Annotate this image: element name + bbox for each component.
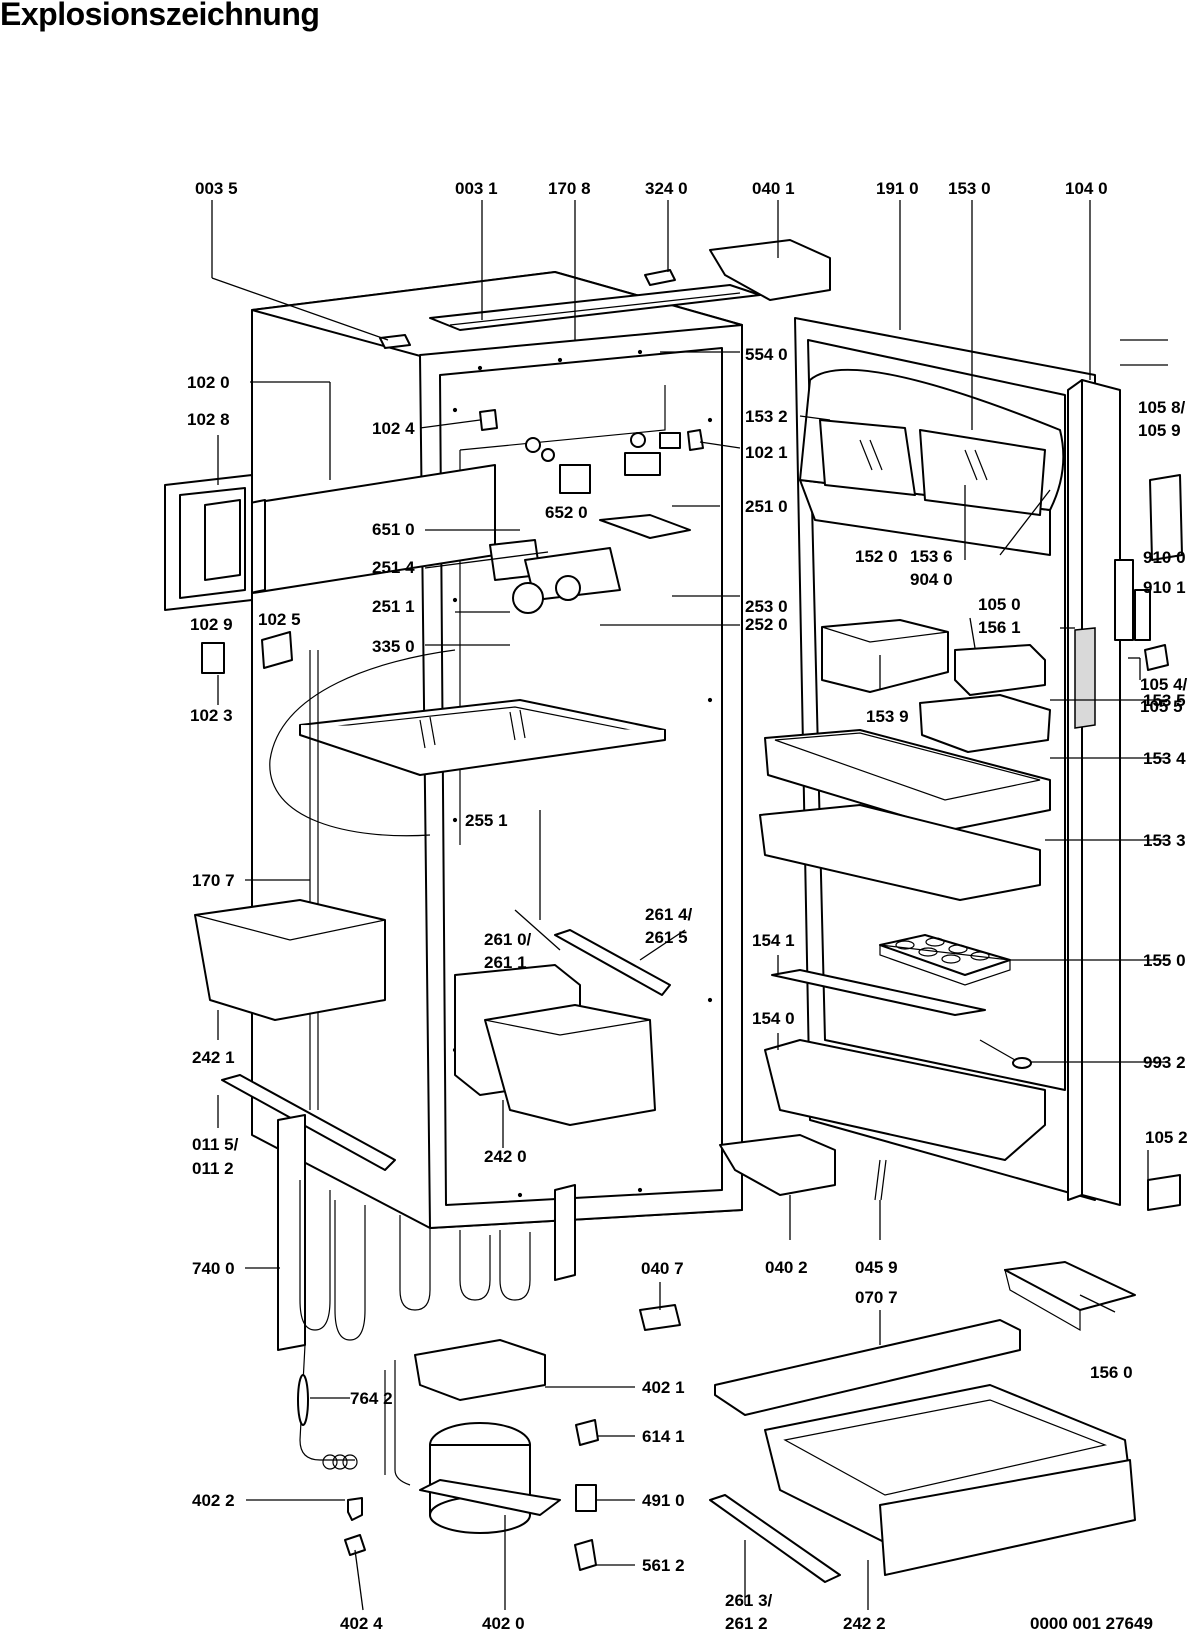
label-170-8: 170 8 [548,179,591,198]
label-070-7: 070 7 [855,1288,898,1307]
label-335-0: 335 0 [372,637,415,656]
label-402-0: 402 0 [482,1614,525,1630]
label-102-1: 102 1 [745,443,788,462]
cabinet-drawing [164,271,761,1571]
label-740-0: 740 0 [192,1259,235,1278]
label-153-2: 153 2 [745,407,788,426]
label-153-6: 153 6 [910,547,953,566]
label-251-1: 251 1 [372,597,415,616]
label-261-1: 261 1 [484,953,527,972]
label-261-0: 261 0/ [484,930,532,949]
label-105-8: 105 8/ [1138,398,1186,417]
label-153-5: 153 5 [1143,691,1186,710]
door-drawing [644,239,1183,1583]
label-040-7: 040 7 [641,1259,684,1278]
label-402-4: 402 4 [340,1614,383,1630]
label-104-0: 104 0 [1065,179,1108,198]
label-011-5: 011 5/ [192,1135,239,1154]
label-105-4: 105 4/ [1140,675,1188,694]
label-102-9: 102 9 [190,615,233,634]
label-003-5: 003 5 [195,179,238,198]
label-993-2: 993 2 [1143,1053,1186,1072]
label-261-4: 261 4/ [645,905,693,924]
label-910-1: 910 1 [1143,578,1186,597]
label-105-0: 105 0 [978,595,1021,614]
label-154-1: 154 1 [752,931,795,950]
label-561-2: 561 2 [642,1556,685,1575]
label-102-0: 102 0 [187,373,230,392]
label-102-5: 102 5 [258,610,301,629]
label-153-0: 153 0 [948,179,991,198]
label-652-0: 652 0 [545,503,588,522]
document-number: 0000 001 27649 [1030,1614,1153,1630]
part-number-labels: 003 5 003 1 170 8 324 0 040 1 191 0 153 … [187,179,1188,1630]
label-102-8: 102 8 [187,410,230,429]
label-153-4: 153 4 [1143,749,1186,768]
label-253-0: 253 0 [745,597,788,616]
label-261-2: 261 2 [725,1614,768,1630]
page-title: Explosionszeichnung [0,0,320,32]
label-191-0: 191 0 [876,179,919,198]
label-105-5: 105 5 [1140,697,1183,716]
label-003-1: 003 1 [455,179,498,198]
label-252-0: 252 0 [745,615,788,634]
label-242-2: 242 2 [843,1614,886,1630]
label-261-3: 261 3/ [725,1591,773,1610]
label-242-1: 242 1 [192,1048,235,1067]
label-105-2: 105 2 [1145,1128,1188,1147]
label-154-0: 154 0 [752,1009,795,1028]
label-491-0: 491 0 [642,1491,685,1510]
label-554-0: 554 0 [745,345,788,364]
label-251-0: 251 0 [745,497,788,516]
label-651-0: 651 0 [372,520,415,539]
label-045-9: 045 9 [855,1258,898,1277]
label-152-0: 152 0 [855,547,898,566]
label-105-9: 105 9 [1138,421,1181,440]
label-910-0: 910 0 [1143,548,1186,567]
label-904-0: 904 0 [910,570,953,589]
label-324-0: 324 0 [645,179,688,198]
label-155-0: 155 0 [1143,951,1186,970]
label-261-5: 261 5 [645,928,688,947]
label-255-1: 255 1 [465,811,508,830]
label-102-3: 102 3 [190,706,233,725]
label-153-9: 153 9 [866,707,909,726]
label-040-2: 040 2 [765,1258,808,1277]
label-153-3: 153 3 [1143,831,1186,850]
label-102-4: 102 4 [372,419,415,438]
leader-lines [211,200,1168,1611]
label-402-2: 402 2 [192,1491,235,1510]
label-614-1: 614 1 [642,1427,685,1446]
label-040-1: 040 1 [752,179,795,198]
label-011-2: 011 2 [192,1159,234,1178]
label-170-7: 170 7 [192,871,235,890]
label-242-0: 242 0 [484,1147,527,1166]
label-402-1: 402 1 [642,1378,685,1397]
label-764-2: 764 2 [350,1389,393,1408]
label-156-1: 156 1 [978,618,1021,637]
label-156-0: 156 0 [1090,1363,1133,1382]
label-251-4: 251 4 [372,558,415,577]
